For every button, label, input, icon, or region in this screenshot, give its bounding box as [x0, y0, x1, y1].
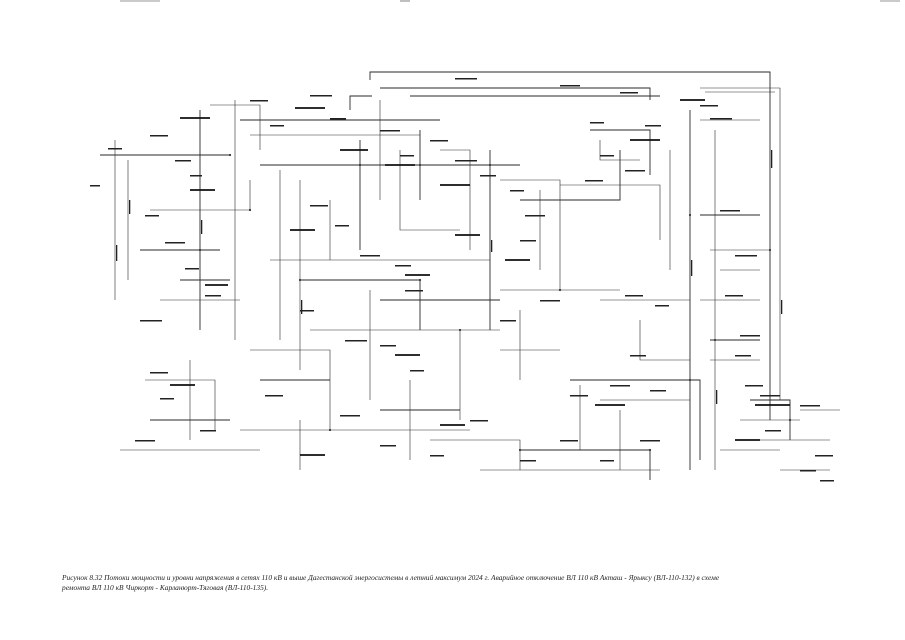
node-dots [198, 153, 792, 452]
vertical-label-marks [116, 150, 783, 404]
bus-bars [170, 99, 790, 456]
power-network-scheme [90, 0, 900, 482]
main-lines [100, 71, 840, 480]
label-marks [90, 78, 834, 482]
figure-caption: Рисунок 8.32 Потоки мощности и уровни на… [62, 573, 842, 593]
caption-line-2: ремонта ВЛ 110 кВ Чиркорт - Карланюрт-Тя… [62, 583, 269, 592]
caption-line-1: Рисунок 8.32 Потоки мощности и уровни на… [62, 573, 720, 582]
